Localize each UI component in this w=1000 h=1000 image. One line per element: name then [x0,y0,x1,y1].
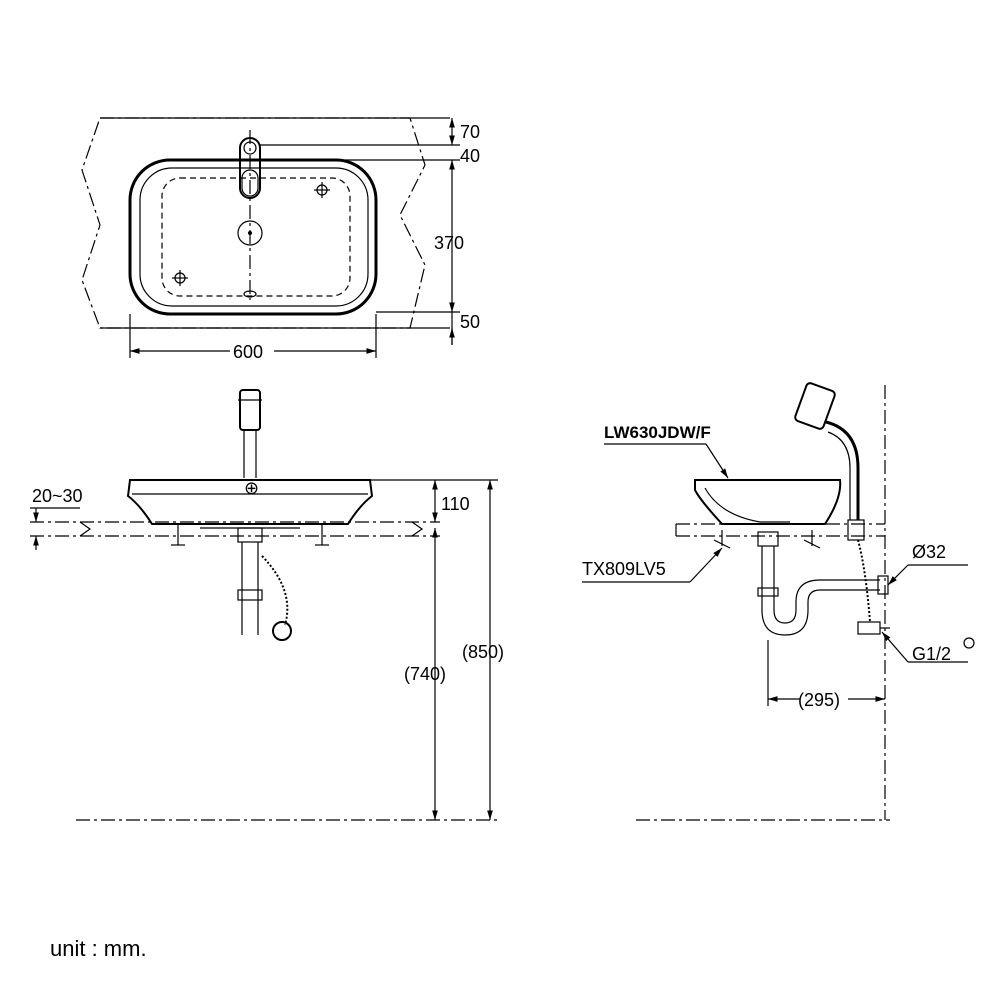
dim-70: 70 [460,122,480,142]
p-trap-inner [773,579,880,624]
dim-d32: Ø32 [912,542,946,562]
dim-g12: G1/2 [912,644,951,664]
dim-740: (740) [404,664,446,684]
mount-cross-1 [314,182,330,198]
unit-note: unit : mm. [50,936,147,961]
dim-20-30: 20~30 [32,486,83,506]
faucet-side-head [794,382,836,430]
trap-model-label: TX809LV5 [582,559,666,579]
dim-110: 110 [441,494,470,514]
dim-40: 40 [460,146,480,166]
basin-model-label: LW630JDW/F [604,423,711,442]
basin-front [126,479,374,525]
p-trap-outer [761,589,880,636]
basin-side [694,479,842,525]
dim-600: 600 [233,342,263,362]
drain-body [237,527,263,543]
basin-rim-outer [128,158,378,316]
dim-850: (850) [462,642,504,662]
dim-370: 370 [434,233,464,253]
dim-50: 50 [460,312,480,332]
dim-295: (295) [798,690,840,710]
side-view: LW630JDW/F TX809LV5 Ø32 G1/2 (295) [582,382,975,821]
front-view: ⊕ 110 (740) (850) 20~30 [30,389,504,821]
faucet-side-neck [825,420,860,520]
drain-icon [237,220,263,246]
faucet-front [239,389,261,431]
svg-text:⊕: ⊕ [244,478,259,498]
basin-bowl [161,177,351,297]
stop-valve [857,621,881,635]
registered-mark-icon [963,637,975,649]
mount-cross-2 [172,270,188,286]
top-view: 70 40 370 50 600 [81,117,480,362]
basin-rim-inner [139,167,369,307]
hose-nut [272,621,292,641]
